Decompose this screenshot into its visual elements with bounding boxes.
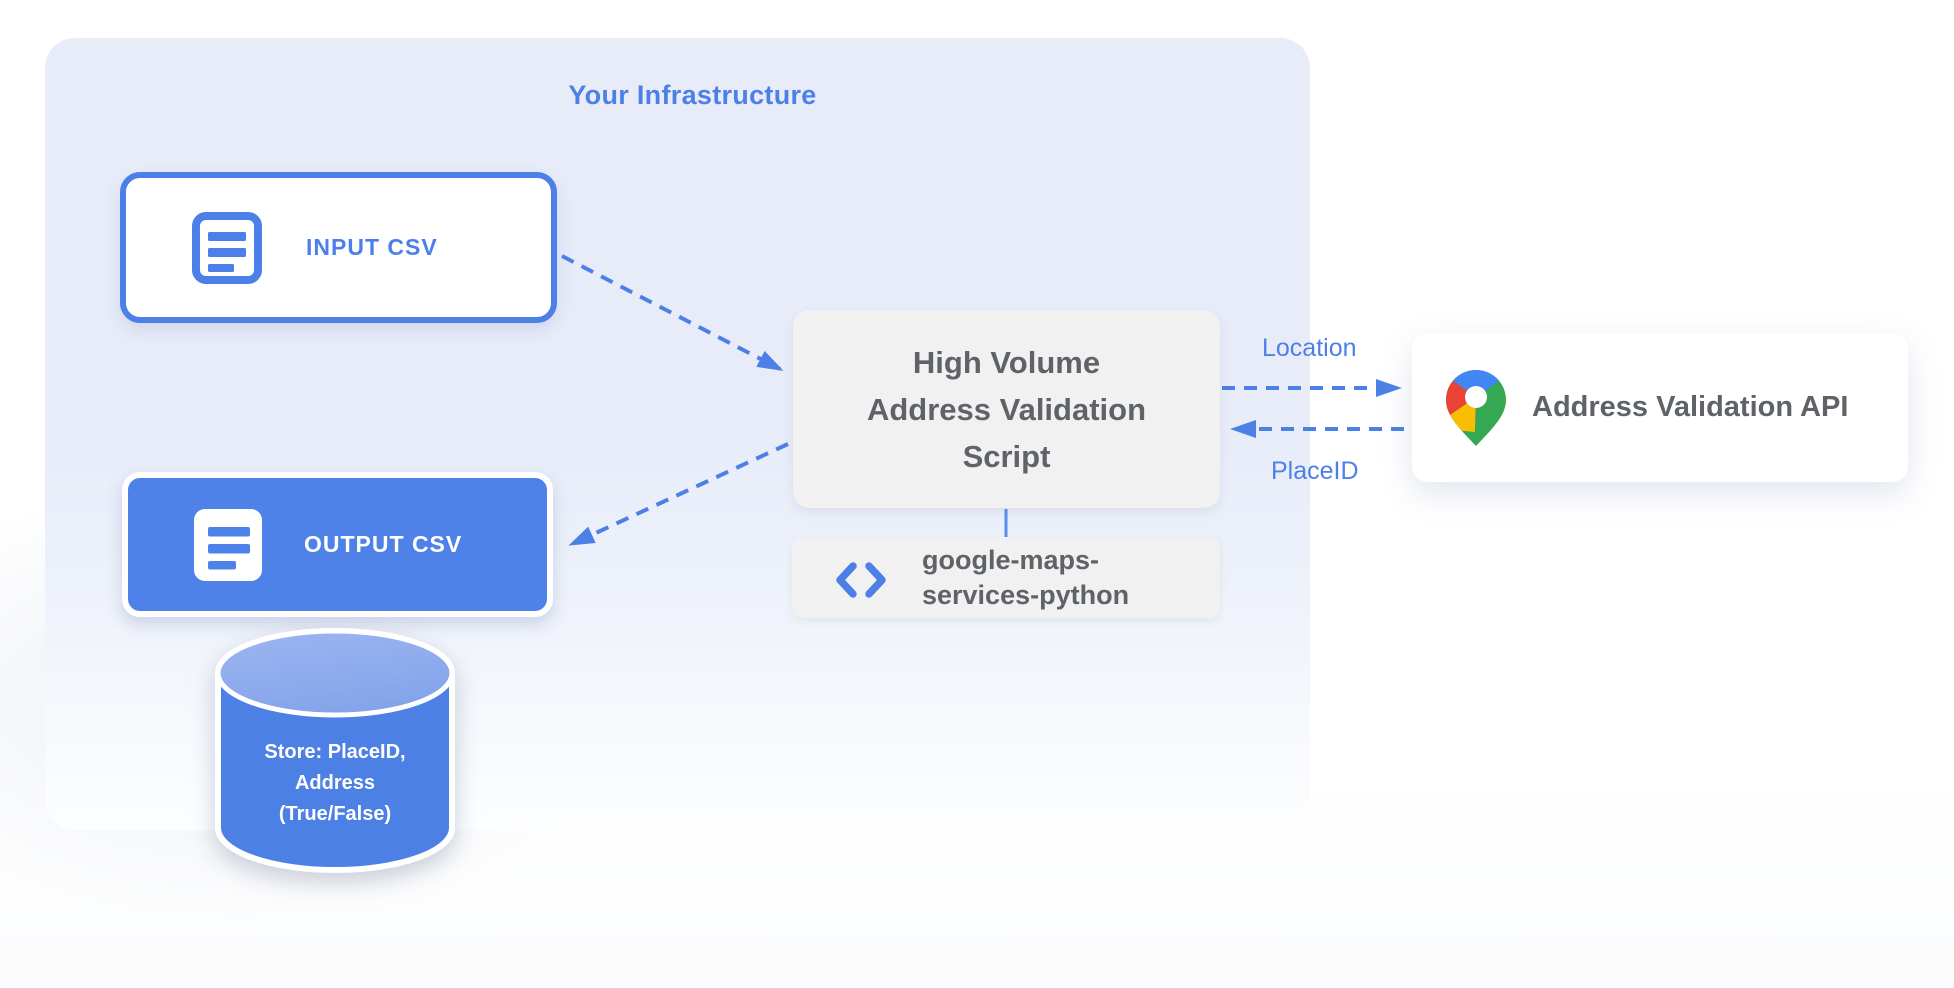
cylinder-top [215,628,455,718]
script-label-line: Address Validation [866,391,1147,427]
input-csv-label: INPUT CSV [306,234,438,260]
library-label-line: google-maps- [922,545,1100,575]
code-icon [836,562,886,598]
document-icon [192,211,262,284]
api-label: Address Validation API [1532,391,1849,423]
google-maps-pin-icon [1446,369,1506,446]
datastore-cylinder [215,628,455,873]
placeid-edge-label: PlaceID [1271,457,1359,485]
output-csv-node: OUTPUT CSV [122,472,553,617]
location-edge-label: Location [1262,334,1357,362]
output-csv-label: OUTPUT CSV [304,531,463,557]
infrastructure-title: Your Infrastructure [568,80,817,110]
input-csv-node: INPUT CSV [120,172,557,323]
library-label: google-maps- services-python [922,543,1129,613]
api-node: Address Validation API [1412,333,1908,482]
document-icon [194,508,262,581]
datastore-label: Store: PlaceID, Address (True/False) [213,737,457,830]
library-node: google-maps- services-python [792,537,1220,618]
library-label-line: services-python [922,580,1130,610]
datastore-line: (True/False) [278,803,392,825]
script-label-line: High Volume [912,344,1101,380]
datastore-line: Store: PlaceID, [264,741,406,763]
script-node: High Volume Address Validation Script [793,310,1220,508]
datastore-line: Address [294,772,376,794]
script-label-line: Script [962,438,1051,474]
